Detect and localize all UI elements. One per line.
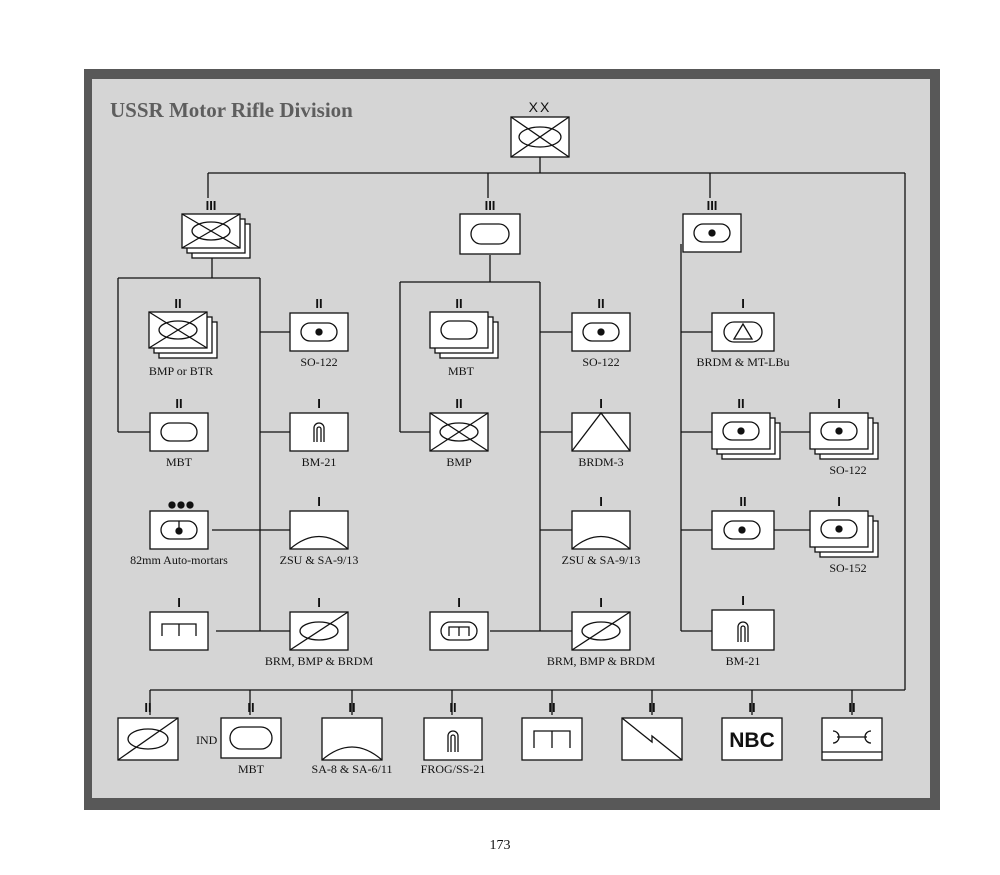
label-brm-a: BRM, BMP & BRDM xyxy=(265,654,374,668)
label-brdm3: BRDM-3 xyxy=(578,455,623,469)
label-so152: SO-152 xyxy=(829,561,866,575)
so152-batteries-symbol xyxy=(809,510,879,558)
tank-battalion-a-symbol xyxy=(149,412,209,452)
echelon-bm21-b: I xyxy=(741,593,745,608)
connector-lines xyxy=(117,157,906,715)
label-bm21-b: BM-21 xyxy=(726,654,761,668)
frog-battalion-symbol xyxy=(423,717,483,761)
label-mbt-a: MBT xyxy=(166,455,193,469)
label-sa8-sa6: SA-8 & SA-6/11 xyxy=(312,762,393,776)
motor-rifle-regiment-symbol xyxy=(181,213,251,259)
label-brm-b: BRM, BMP & BRDM xyxy=(547,654,656,668)
label-so122-b: SO-122 xyxy=(582,355,619,369)
label-zsu-b: ZSU & SA-9/13 xyxy=(562,553,641,567)
echelon-engineer-a: I xyxy=(177,595,181,610)
bmp-battalion-symbol xyxy=(429,412,489,452)
mortar-battery-symbol xyxy=(149,501,209,550)
echelon-div-frog: II xyxy=(449,700,456,715)
echelon-brdm-mtlbu: I xyxy=(741,296,745,311)
engineer-battalion-symbol xyxy=(521,717,583,761)
bm21-battalion-b-symbol xyxy=(711,609,775,651)
nbc-symbol-text: NBC xyxy=(729,729,775,752)
unit-labels: BMP or BTR SO-122 MBT BM-21 82mm Auto-mo… xyxy=(130,355,867,776)
artillery-recon-battery-symbol xyxy=(711,312,775,352)
echelon-so152-battalion: II xyxy=(739,494,746,509)
page-number: 173 xyxy=(489,838,511,853)
echelon-so122-b: II xyxy=(597,296,604,311)
artillery-regiment-symbol xyxy=(682,213,742,253)
so122-batteries-symbol xyxy=(809,412,879,460)
label-zsu-a: ZSU & SA-9/13 xyxy=(280,553,359,567)
label-mbt-c: MBT xyxy=(238,762,265,776)
echelon-zsu-a: I xyxy=(317,494,321,509)
echelon-so122-batteries: I xyxy=(837,396,841,411)
divisional-air-defense-symbol xyxy=(321,717,383,761)
echelon-div-air-defense: II xyxy=(348,700,355,715)
so122-battalion-a-symbol xyxy=(289,312,349,352)
engineer-company-a-symbol xyxy=(149,611,209,651)
label-mbt-b: MBT xyxy=(448,364,475,378)
echelon-div-nbc: II xyxy=(748,700,755,715)
label-frog-ss21: FROG/SS-21 xyxy=(421,762,486,776)
echelon-brm-a: I xyxy=(317,595,321,610)
echelon-brm-b: I xyxy=(599,595,603,610)
echelon-brdm3: I xyxy=(599,396,603,411)
so122-battalion-b-symbol xyxy=(571,312,631,352)
divisional-recon-battalion-symbol xyxy=(117,717,179,761)
label-ind: IND xyxy=(196,733,218,747)
echelon-regiment-left: III xyxy=(206,198,217,213)
bm21-battery-a-symbol xyxy=(289,412,349,452)
echelon-div-recon: II xyxy=(144,700,151,715)
brdm3-battery-symbol xyxy=(571,411,631,452)
echelon-div-tank: II xyxy=(247,700,254,715)
diagram-title: USSR Motor Rifle Division xyxy=(110,98,353,122)
division-hq-symbol xyxy=(510,116,570,158)
echelon-bmp: II xyxy=(455,396,462,411)
echelon-so122-c: II xyxy=(737,396,744,411)
echelon-engineer-b: I xyxy=(457,595,461,610)
echelon-markers: XX III III III II II II I I I I II II II… xyxy=(144,99,855,715)
tank-battalion-b-symbol xyxy=(429,311,499,359)
label-82mm-auto-mortars: 82mm Auto-mortars xyxy=(130,553,228,567)
echelon-regiment-middle: III xyxy=(485,198,496,213)
label-so122-a: SO-122 xyxy=(300,355,337,369)
label-brdm-mtlbu: BRDM & MT-LBu xyxy=(697,355,790,369)
echelon-bm21-a: I xyxy=(317,396,321,411)
label-bmp-or-btr: BMP or BTR xyxy=(149,364,213,378)
echelon-mbt-a: II xyxy=(175,396,182,411)
echelon-bmp-or-btr: II xyxy=(174,296,181,311)
so152-battalion-symbol xyxy=(711,510,775,550)
echelon-div-maintenance: II xyxy=(848,700,855,715)
echelon-regiment-right: III xyxy=(707,198,718,213)
air-defense-battery-b-symbol xyxy=(571,510,631,550)
chemical-defense-battalion-symbol xyxy=(721,717,783,761)
diagram-panel xyxy=(92,79,930,798)
signal-battalion-symbol xyxy=(621,717,683,761)
echelon-division: XX xyxy=(529,99,552,115)
maintenance-battalion-symbol xyxy=(821,717,883,761)
so122-battalion-c-symbol xyxy=(711,412,781,460)
engineer-company-b-symbol xyxy=(429,611,489,651)
echelon-so122-a: II xyxy=(315,296,322,311)
echelon-mbt-b: II xyxy=(455,296,462,311)
label-bmp: BMP xyxy=(446,455,472,469)
echelon-zsu-b: I xyxy=(599,494,603,509)
label-bm21-a: BM-21 xyxy=(302,455,337,469)
echelon-div-signal: II xyxy=(648,700,655,715)
label-so122-c: SO-122 xyxy=(829,463,866,477)
tank-regiment-symbol xyxy=(459,213,521,255)
independent-tank-battalion-symbol xyxy=(220,717,282,759)
recon-company-a-symbol xyxy=(289,611,349,651)
motor-rifle-battalion-symbol xyxy=(148,311,218,359)
recon-company-b-symbol xyxy=(571,611,631,651)
air-defense-battery-a-symbol xyxy=(289,510,349,550)
echelon-div-engineer: II xyxy=(548,700,555,715)
echelon-so152-batteries: I xyxy=(837,494,841,509)
